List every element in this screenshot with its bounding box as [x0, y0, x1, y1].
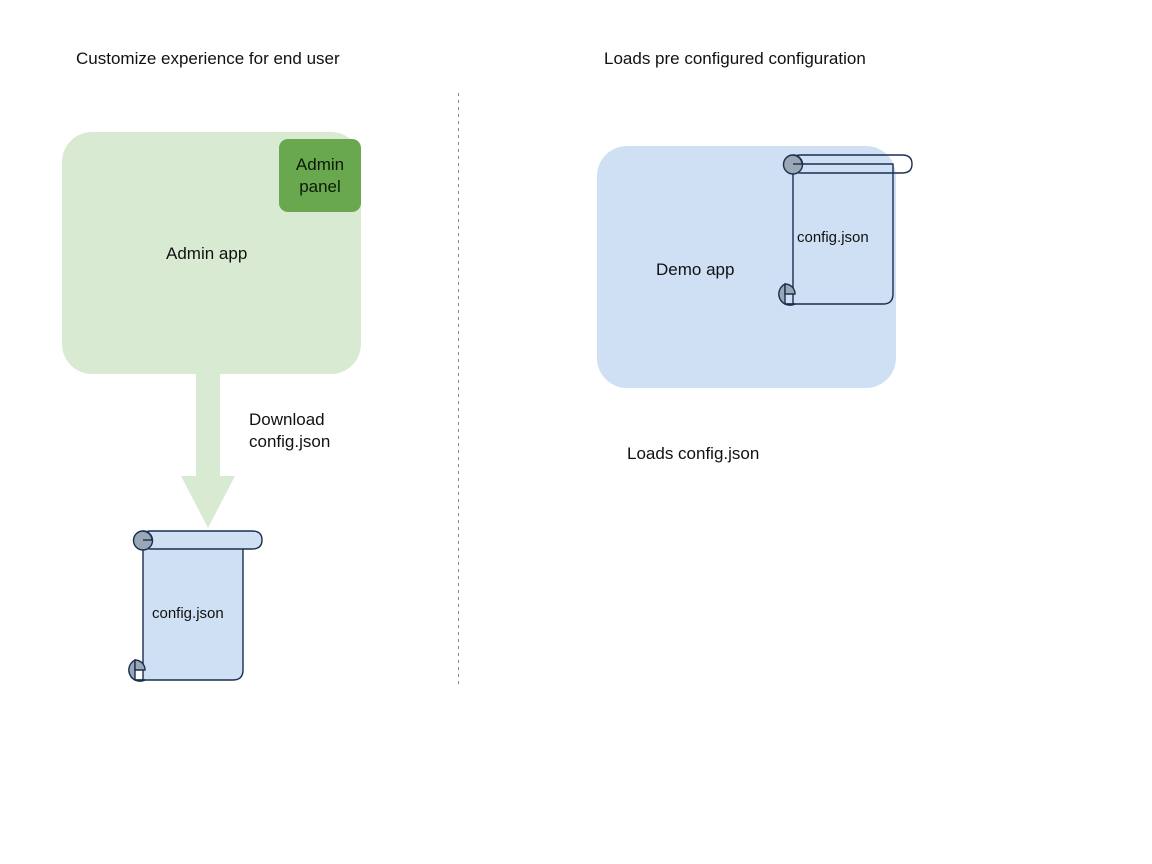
demo-app-box [597, 146, 896, 388]
left-column-title: Customize experience for end user [76, 49, 340, 68]
config-json-label-right: config.json [797, 229, 869, 246]
config-json-label-left: config.json [152, 605, 224, 622]
download-arrow-label: Download config.json [249, 410, 331, 451]
download-arrow [178, 372, 238, 530]
admin-panel-label: Admin panel [295, 154, 345, 196]
config-json-document-right[interactable] [771, 152, 916, 312]
column-divider [458, 93, 459, 685]
download-arrow-icon [181, 372, 235, 528]
scroll-icon [778, 154, 913, 306]
admin-panel-badge[interactable]: Admin panel [279, 139, 361, 212]
scroll-icon [128, 530, 263, 682]
config-json-document-left[interactable] [121, 528, 266, 688]
demo-app-label: Demo app [656, 260, 735, 279]
loads-config-caption: Loads config.json [627, 444, 760, 463]
right-column-title: Loads pre configured configuration [604, 49, 866, 68]
admin-app-label: Admin app [166, 244, 248, 263]
